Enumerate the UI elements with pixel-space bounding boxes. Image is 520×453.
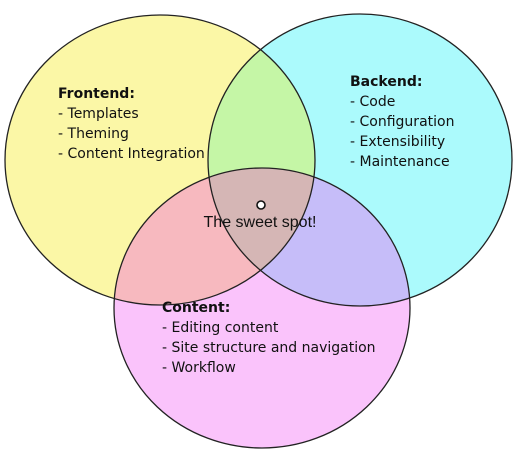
frontend-title: Frontend: <box>58 86 135 102</box>
backend-title: Backend: <box>350 74 423 90</box>
backend-content-overlap <box>208 168 410 306</box>
frontend-outline <box>4 14 316 306</box>
backend-item: Configuration <box>350 112 455 132</box>
backend-outline <box>207 13 513 307</box>
frontend-item: Theming <box>58 124 205 144</box>
frontend-item: Content Integration <box>58 144 205 164</box>
backend-block: Backend: Code Configuration Extensibilit… <box>350 72 454 172</box>
backend-item: Extensibility <box>350 132 454 152</box>
frontend-content-overlap <box>114 168 315 305</box>
sweet-spot-label: The sweet spot! <box>203 214 317 231</box>
backend-item: Code <box>350 92 454 112</box>
backend-list: Code Configuration Extensibility Mainten… <box>350 92 455 172</box>
content-item: Site structure and navigation <box>162 338 376 358</box>
frontend-list: Templates Theming Content Integration <box>58 104 205 164</box>
backend-item: Maintenance <box>350 152 454 172</box>
content-item: Editing content <box>162 318 376 338</box>
content-item: Workflow <box>162 358 376 378</box>
center-point-icon <box>256 200 266 210</box>
frontend-block: Frontend: Templates Theming Content Inte… <box>58 84 205 164</box>
frontend-item: Templates <box>58 104 205 124</box>
content-block: Content: Editing content Site structure … <box>162 298 376 378</box>
content-list: Editing content Site structure and navig… <box>162 318 376 378</box>
content-title: Content: <box>162 300 231 316</box>
content-outline <box>113 167 411 449</box>
